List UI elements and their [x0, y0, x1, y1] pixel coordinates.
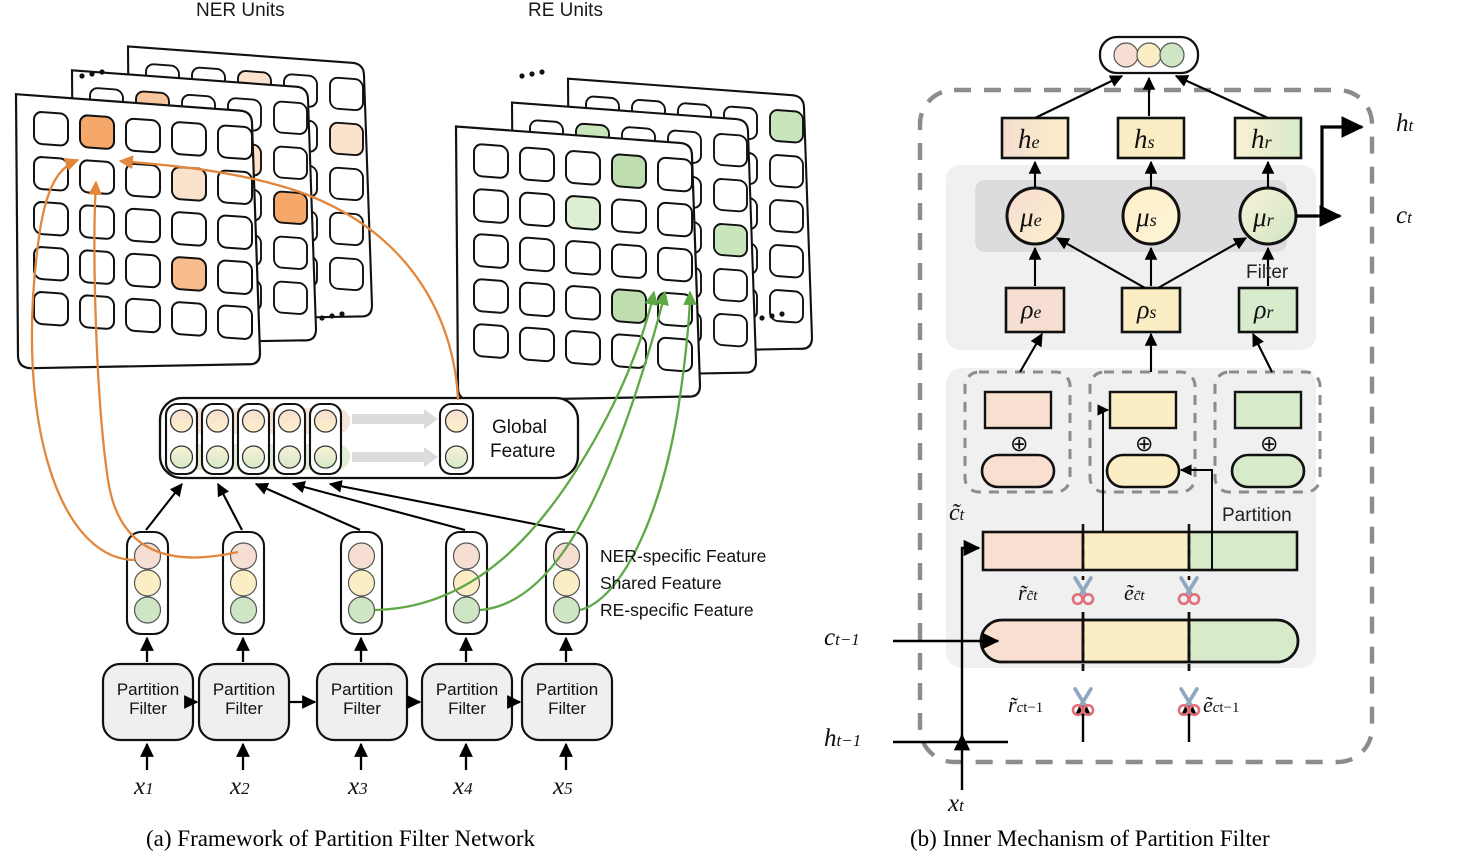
rho-label-s: ρs — [1137, 295, 1157, 324]
partition-filter-chain — [101, 636, 614, 770]
re-ellipsis-top — [519, 69, 545, 79]
input-label-x-t: xt — [948, 790, 964, 817]
global-feature-bands — [352, 409, 438, 467]
pf-label-4b: Filter — [448, 699, 486, 719]
global-feature-pills — [164, 402, 343, 476]
global-feature-box — [158, 396, 580, 480]
mu-gate-circles — [1005, 186, 1298, 246]
input-label-h-prev: ht−1 — [824, 725, 862, 752]
pf-label-2b: Filter — [225, 699, 263, 719]
input-label-x1: x1 — [134, 773, 154, 800]
cell-input-lines — [893, 539, 1198, 790]
pf-label-3a: Partition — [330, 680, 394, 699]
token-feature-pills — [125, 530, 589, 636]
scissors-icon-e-candidate — [1177, 576, 1201, 606]
cell-output-lines — [1296, 116, 1364, 227]
scissors-icon-e-prev — [1177, 687, 1201, 717]
scissors-icon-r-prev — [1071, 687, 1095, 717]
re-units-header: RE Units — [528, 0, 603, 21]
ner-curved-arrows — [30, 155, 460, 562]
global-feature-label-line2: Feature — [490, 441, 556, 462]
h-to-output-arrows — [1034, 75, 1269, 119]
cut-label-r-prev: r̃ct−1 — [1008, 692, 1044, 717]
ner-units-header: NER Units — [196, 0, 285, 21]
filter-internal-arrows — [1028, 160, 1275, 289]
re-curved-arrows — [374, 290, 697, 612]
partition-groups — [963, 370, 1322, 494]
cut-label-e-prev: ẽct−1 — [1203, 692, 1240, 717]
partition-to-rho-arrows — [1019, 332, 1273, 373]
input-label-x2: x2 — [230, 773, 250, 800]
rho-gate-boxes — [1004, 286, 1299, 334]
cut-label-r-candidate: r̃c̃t — [1018, 580, 1038, 605]
pf-label-1b: Filter — [129, 699, 167, 719]
partition-group-shared — [1088, 370, 1197, 494]
input-label-x4: x4 — [453, 773, 473, 800]
plus-icon-re: ⊕ — [1260, 431, 1279, 456]
panel-b-caption: (b) Inner Mechanism of Partition Filter — [910, 826, 1270, 851]
h-label-r: hr — [1251, 124, 1272, 154]
pf-label-1a: Partition — [116, 680, 180, 699]
output-state-pill — [1098, 35, 1200, 75]
input-label-c-prev: ct−1 — [824, 624, 860, 651]
ner-ellipsis-bottom — [319, 311, 345, 321]
global-feature-aggregate-pill — [438, 402, 475, 476]
ner-ellipsis-top — [79, 69, 105, 79]
pf-label-2a: Partition — [212, 680, 276, 699]
legend-item-shared: Shared Feature — [600, 573, 722, 593]
partition-routing-lines — [1097, 404, 1213, 570]
scissors-icon-r-candidate — [1071, 576, 1095, 606]
mu-label-s: μs — [1136, 202, 1157, 232]
pf-label-5b: Filter — [548, 699, 586, 719]
plus-icon-ner: ⊕ — [1010, 431, 1029, 456]
re-layer-front — [454, 125, 702, 402]
token-to-global-arrows — [145, 480, 566, 532]
global-feature-label-line1: Global — [492, 417, 547, 438]
partition-section-label: Partition — [1222, 505, 1292, 526]
partition-panel — [946, 368, 1316, 668]
scissors-icons — [1071, 576, 1201, 717]
input-label-x3: x3 — [348, 773, 368, 800]
pf-label-4a: Partition — [435, 680, 499, 699]
output-label-c-t: ct — [1396, 202, 1412, 229]
mu-label-e: μe — [1020, 202, 1042, 232]
partition-filter-cell-boundary — [917, 87, 1375, 765]
candidate-memory-bar — [981, 524, 1299, 580]
input-label-x5: x5 — [553, 773, 573, 800]
h-gate-boxes — [1000, 116, 1303, 160]
h-label-s: hs — [1134, 124, 1155, 154]
cut-label-e-candidate: ẽc̃t — [1124, 580, 1145, 605]
rho-label-r: ρr — [1254, 295, 1274, 324]
re-ellipsis-bottom — [759, 311, 785, 321]
h-label-e: he — [1018, 124, 1040, 154]
filter-section-label: Filter — [1246, 262, 1289, 283]
legend-item-re-specific: RE-specific Feature — [600, 600, 754, 620]
legend-item-ner-specific: NER-specific Feature — [600, 546, 767, 566]
output-label-h-t: ht — [1396, 110, 1414, 137]
panel-a-caption: (a) Framework of Partition Filter Networ… — [146, 826, 535, 851]
pf-label-3b: Filter — [343, 699, 381, 719]
mu-label-r: μr — [1253, 202, 1274, 232]
ner-units-stack — [14, 45, 374, 370]
re-units-stack — [454, 69, 814, 402]
partition-group-ner — [963, 370, 1072, 494]
ner-layer-front — [14, 92, 262, 370]
plus-icon-shared: ⊕ — [1135, 431, 1154, 456]
rho-label-e: ρe — [1021, 295, 1042, 324]
candidate-bar-label: c̃t — [949, 500, 965, 526]
partition-group-re — [1213, 370, 1322, 494]
pf-label-5a: Partition — [535, 680, 599, 699]
previous-memory-bar — [979, 612, 1300, 672]
